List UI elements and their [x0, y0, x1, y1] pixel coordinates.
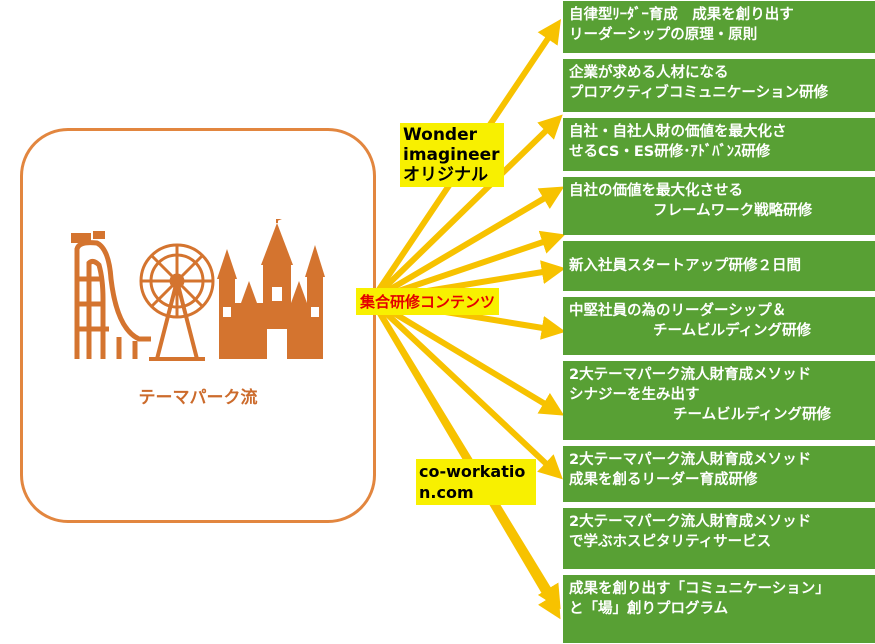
theme-park-illustration: [71, 219, 325, 361]
program-box: 自社・自社人財の価値を最大化させるCS・ES研修･ｱﾄﾞﾊﾞﾝｽ研修: [563, 118, 875, 171]
roller-coaster-icon: [71, 231, 151, 359]
arrow-to-program-8: [369, 297, 563, 480]
program-box: 成果を創り出す「コミュニケーション」と「場」創りプログラム: [563, 575, 875, 643]
program-box: 中堅社員の為のリーダーシップ＆ チームビルディング研修: [563, 297, 875, 355]
program-box: 2大テーマパーク流人財育成メソッド成果を創るリーダー育成研修: [563, 446, 875, 502]
logo-caption: テーマパーク流: [138, 388, 258, 408]
program-box: 2大テーマパーク流人財育成メソッドシナジーを生み出すチームビルディング研修: [563, 361, 875, 440]
program-line: シナジーを生み出す: [569, 387, 700, 403]
coworkation-tag: co-workation.com: [416, 459, 536, 505]
program-line: プロアクティブコミュニケーション研修: [569, 85, 829, 101]
wonder-imagineer-tag: Wonder imagineer オリジナル: [400, 123, 504, 187]
program-box: 企業が求める人材になるプロアクティブコミュニケーション研修: [563, 59, 875, 112]
program-box: 新入社員スタートアップ研修２日間: [563, 241, 875, 291]
program-line: 自社・自社人財の価値を最大化さ: [569, 124, 787, 140]
program-line: 企業が求める人材になる: [569, 65, 729, 81]
program-line: チームビルディング研修: [673, 407, 832, 423]
program-line: リーダーシップの原理・原則: [569, 27, 758, 43]
arrow-to-program-10: [369, 298, 561, 620]
arrow-to-program-7: [370, 297, 565, 416]
theme-park-logo: テーマパーク流: [20, 128, 376, 523]
program-line: 成果を創るリーダー育成研修: [569, 472, 758, 488]
program-line: 新入社員スタートアップ研修２日間: [569, 258, 801, 274]
program-line: 中堅社員の為のリーダーシップ＆: [569, 303, 787, 319]
group-training-tag: 集合研修コンテンツ: [356, 288, 500, 315]
program-list: 自律型ﾘｰﾀﾞｰ育成 成果を創り出すリーダーシップの原理・原則企業が求める人材に…: [563, 1, 875, 644]
arrow-to-program-3: [370, 186, 565, 303]
arrow-group: [369, 19, 566, 620]
program-line: 成果を創り出す「コミュニケーション」: [569, 581, 830, 597]
program-line: で学ぶホスピタリティサービス: [569, 534, 772, 550]
program-box: 自律型ﾘｰﾀﾞｰ育成 成果を創り出すリーダーシップの原理・原則: [563, 1, 875, 53]
program-line: チームビルディング研修: [653, 323, 812, 339]
program-line: せるCS・ES研修･ｱﾄﾞﾊﾞﾝｽ研修: [569, 144, 771, 160]
program-line: と「場」創りプログラム: [569, 601, 729, 617]
ferris-wheel-icon: [139, 243, 215, 361]
program-line: フレームワーク戦略研修: [653, 203, 813, 219]
program-box: 自社の価値を最大化させるフレームワーク戦略研修: [563, 177, 875, 235]
program-line: 2大テーマパーク流人財育成メソッド: [569, 452, 812, 468]
program-box: 2大テーマパーク流人財育成メソッドで学ぶホスピタリティサービス: [563, 508, 875, 569]
program-line: 自社の価値を最大化させる: [569, 183, 743, 199]
program-line: 2大テーマパーク流人財育成メソッド: [569, 514, 812, 530]
arrow-to-program-2: [369, 114, 563, 303]
program-line: 2大テーマパーク流人財育成メソッド: [569, 367, 812, 383]
program-line: 自律型ﾘｰﾀﾞｰ育成 成果を創り出す: [569, 7, 794, 23]
castle-icon: [217, 219, 325, 359]
